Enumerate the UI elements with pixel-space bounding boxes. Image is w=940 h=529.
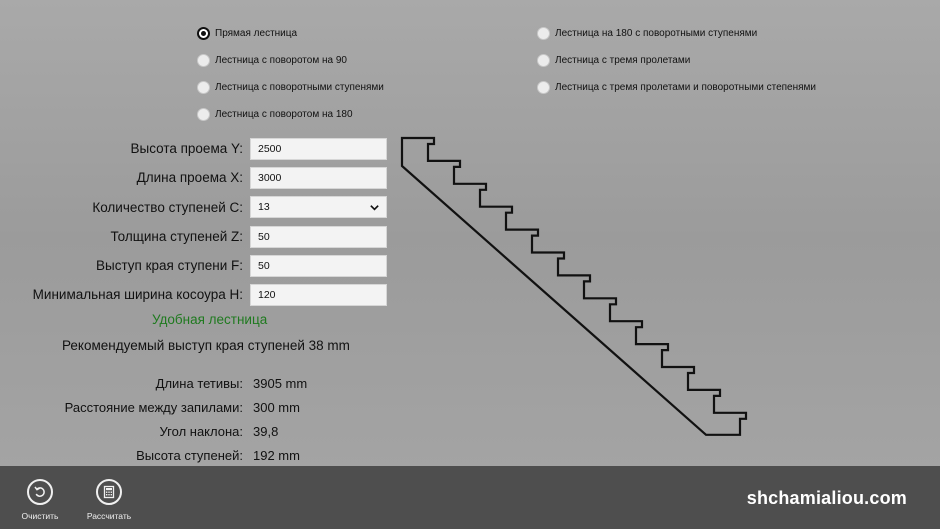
result-label-step-height: Высота ступеней:: [136, 448, 243, 463]
radio-three-flights-winder[interactable]: Лестница с тремя пролетами и поворотными…: [537, 81, 816, 94]
stringer-width-value: 120: [258, 289, 276, 301]
radio-empty-icon: [197, 54, 210, 67]
thickness-label: Толщина ступеней Z:: [110, 229, 243, 244]
height-value: 2500: [258, 143, 282, 155]
radio-label: Лестница с тремя пролетами и поворотными…: [555, 82, 817, 93]
radio-label: Прямая лестница: [215, 28, 298, 39]
calculator-icon: [96, 479, 122, 505]
radio-empty-icon: [537, 54, 550, 67]
overhang-label: Выступ края ступени F:: [96, 258, 243, 273]
radio-three-flights[interactable]: Лестница с тремя пролетами: [537, 54, 690, 67]
radio-empty-icon: [537, 27, 550, 40]
radio-turn-90[interactable]: Лестница с поворотом на 90: [197, 54, 347, 67]
brand-text: shchamialiou.com: [746, 488, 907, 508]
undo-icon: [27, 479, 53, 505]
steps-label: Количество ступеней C:: [92, 200, 243, 215]
radio-empty-icon: [537, 81, 550, 94]
result-value-stringer-length: 3905 mm: [253, 376, 308, 391]
stringer-width-label: Минимальная ширина косоура H:: [32, 287, 243, 302]
radio-selected-icon: [197, 27, 210, 40]
clear-button[interactable]: Очистить: [5, 479, 75, 521]
bottom-app-bar: Очистить Рассчитать shchamialiou.com: [0, 466, 940, 529]
result-value-cut-spacing: 300 mm: [253, 400, 300, 415]
overhang-input[interactable]: 50: [250, 255, 387, 277]
radio-180-winder[interactable]: Лестница на 180 с поворотными ступенями: [537, 27, 757, 40]
radio-label: Лестница на 180 с поворотными ступенями: [555, 28, 758, 39]
thickness-value: 50: [258, 231, 270, 243]
result-value-step-height: 192 mm: [253, 448, 300, 463]
radio-label: Лестница с тремя пролетами: [555, 55, 691, 66]
height-label: Высота проема Y:: [130, 141, 244, 156]
steps-select[interactable]: 13: [250, 196, 387, 218]
result-value-angle: 39,8: [253, 424, 279, 439]
length-input[interactable]: 3000: [250, 167, 387, 189]
thickness-input[interactable]: 50: [250, 226, 387, 248]
radio-empty-icon: [197, 81, 210, 94]
length-label: Длина проема X:: [136, 170, 243, 185]
calculate-button[interactable]: Рассчитать: [74, 479, 144, 521]
stringer-width-input[interactable]: 120: [250, 284, 387, 306]
result-label-cut-spacing: Расстояние между запилами:: [64, 400, 243, 415]
result-label-stringer-length: Длина тетивы:: [155, 376, 243, 391]
radio-label: Лестница с поворотом на 180: [215, 109, 353, 120]
clear-button-label: Очистить: [21, 511, 59, 521]
result-label-angle: Угол наклона:: [159, 424, 244, 439]
radio-label: Лестница с поворотом на 90: [215, 55, 347, 66]
chevron-down-icon: [370, 204, 379, 211]
calculate-button-label: Рассчитать: [86, 511, 132, 521]
radio-winder-steps[interactable]: Лестница с поворотными ступенями: [197, 81, 384, 94]
radio-empty-icon: [197, 108, 210, 121]
length-value: 3000: [258, 172, 282, 184]
radio-turn-180[interactable]: Лестница с поворотом на 180: [197, 108, 353, 121]
stair-diagram: [400, 136, 748, 436]
comfort-status: Удобная лестница: [152, 312, 268, 327]
radio-straight-stair[interactable]: Прямая лестница: [197, 27, 297, 40]
stair-stringer-outline: [400, 136, 748, 436]
height-input[interactable]: 2500: [250, 138, 387, 160]
recommendation-text: Рекомендуемый выступ края ступеней 38 mm: [62, 338, 350, 353]
overhang-value: 50: [258, 260, 270, 272]
radio-label: Лестница с поворотными ступенями: [215, 82, 384, 93]
steps-value: 13: [258, 201, 270, 213]
